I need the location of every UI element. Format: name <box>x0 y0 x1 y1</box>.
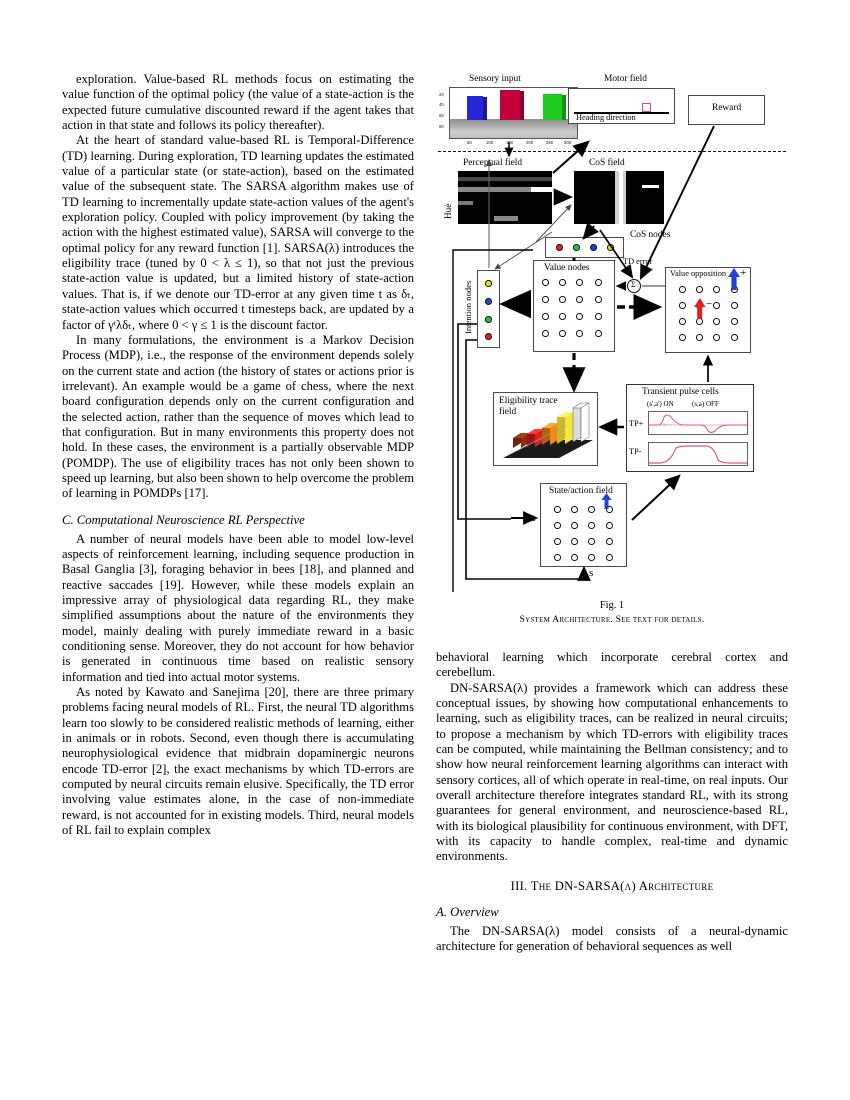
two-column-layout: exploration. Value-based RL methods focu… <box>62 72 788 1060</box>
state-s-label: s <box>589 567 594 579</box>
intention-node-green <box>485 316 492 323</box>
perceptual-field-panel <box>458 171 552 224</box>
plus-sign: + <box>740 267 747 279</box>
cos-node-yellow <box>607 244 614 251</box>
intention-node-red <box>485 333 492 340</box>
sensory-block-red <box>499 90 525 120</box>
paragraph: The DN-SARSA(λ) model consists of a neur… <box>436 923 788 954</box>
tp-plus-waveform <box>648 411 748 435</box>
x-tick: 50 <box>467 140 472 145</box>
value-nodes-label: Value nodes <box>544 263 590 273</box>
hue-axis-label: Hue <box>443 203 453 219</box>
y-tick: 80 <box>439 124 444 129</box>
paragraph: In many formulations, the environment is… <box>62 332 414 501</box>
paragraph: DN-SARSA(λ) provides a framework which c… <box>436 680 788 864</box>
subsection-heading-overview: A. Overview <box>436 904 499 919</box>
intention-nodes-label: Intention nodes <box>463 280 473 334</box>
figure-caption-text: System Architecture. See text for detail… <box>519 614 705 625</box>
x-tick: 100 <box>486 140 494 145</box>
motor-field-label: Motor field <box>604 74 647 84</box>
section-heading-iii: III. The DN-SARSA(λ) Architecture <box>510 878 714 893</box>
motor-field-box <box>568 88 675 124</box>
reward-box <box>688 95 765 125</box>
paragraph: exploration. Value-based RL methods focu… <box>62 72 414 133</box>
motor-peak-marker <box>642 103 651 112</box>
heading-direction-label: Heading direction <box>576 113 636 122</box>
sensory-input-image <box>449 87 578 139</box>
cos-field-label: CoS field <box>589 158 625 168</box>
heading-axis-line <box>574 112 669 114</box>
paragraph: At the heart of standard value-based RL … <box>62 133 414 332</box>
x-tick: 300 <box>564 140 572 145</box>
sensory-block-green <box>542 94 566 120</box>
negative-arrow-red-icon <box>694 298 706 319</box>
cos-nodes-box <box>545 237 624 258</box>
intention-node-blue <box>485 298 492 305</box>
layer-separator-dashed <box>438 151 786 152</box>
action-a-label: a <box>530 510 536 524</box>
ground-region <box>450 119 577 138</box>
section-heading-c: C. Computational Neuroscience RL Perspec… <box>62 512 305 527</box>
eligibility-trace-barchart <box>503 402 593 458</box>
tp-on-label: (s',a') ON <box>647 400 674 408</box>
tp-off-label: (s,a) OFF <box>692 400 719 408</box>
tp-minus-waveform <box>648 442 748 466</box>
cos-field-panel <box>574 171 664 224</box>
cos-nodes-label: CoS nodes <box>630 230 671 240</box>
paragraph: As noted by Kawato and Sanejima [20], th… <box>62 685 414 838</box>
minus-sign: − <box>706 298 713 310</box>
y-tick: 60 <box>439 113 444 118</box>
state-action-blue-arrow-icon <box>601 493 612 509</box>
sensory-block-blue <box>466 96 487 120</box>
value-opposition-label: Value opposition <box>670 269 726 278</box>
positive-arrow-blue-icon <box>728 268 740 290</box>
td-error-label: TD error <box>623 257 653 266</box>
paragraph: behavioral learning which incorporate ce… <box>436 650 788 680</box>
transient-pulse-cells-label: Transient pulse cells <box>642 387 719 397</box>
perceptual-field-label: Perceptual field <box>463 158 523 168</box>
x-tick: 250 <box>546 140 554 145</box>
reward-label: Reward <box>712 103 742 113</box>
figure-1: Sensory input <box>436 72 788 632</box>
tp-plus-label: TP+ <box>629 419 644 428</box>
intention-node-yellow <box>485 280 492 287</box>
figure-caption: Fig. 1 System Architecture. See text for… <box>436 600 788 625</box>
intention-nodes-box <box>477 270 500 348</box>
value-nodes-box <box>533 260 615 352</box>
left-column: exploration. Value-based RL methods focu… <box>62 72 414 1060</box>
y-tick: 20 <box>439 92 444 97</box>
figure-number: Fig. 1 <box>599 600 625 611</box>
cos-node-green <box>573 244 580 251</box>
figure-diagram: Sensory input <box>436 72 788 602</box>
summation-node <box>627 279 641 293</box>
right-column: Sensory input <box>436 72 788 1060</box>
y-tick: 40 <box>439 102 444 107</box>
cos-node-red <box>556 244 563 251</box>
sigma-symbol: Σ <box>631 280 636 289</box>
sensory-input-label: Sensory input <box>469 74 521 84</box>
x-tick: 200 <box>526 140 534 145</box>
cos-node-blue <box>590 244 597 251</box>
paragraph: A number of neural models have been able… <box>62 531 414 684</box>
x-tick: 150 <box>506 140 514 145</box>
tp-minus-label: TP- <box>629 447 642 456</box>
right-column-text: behavioral learning which incorporate ce… <box>436 650 788 955</box>
